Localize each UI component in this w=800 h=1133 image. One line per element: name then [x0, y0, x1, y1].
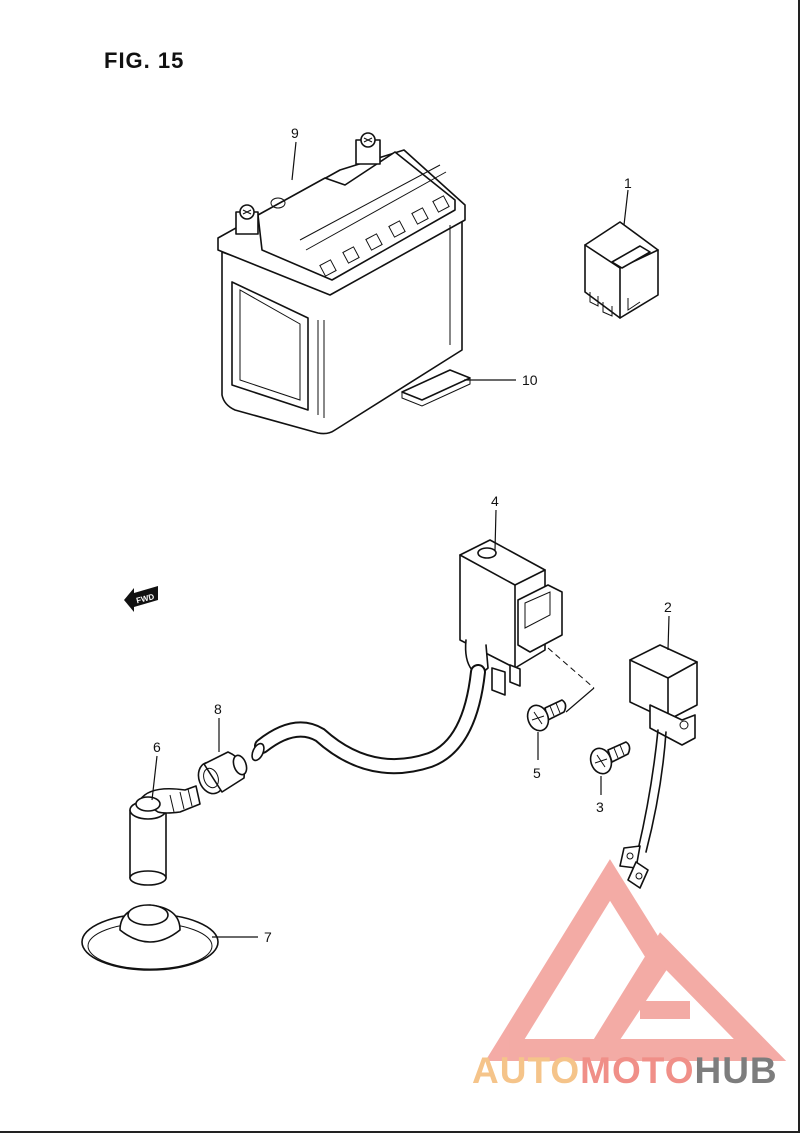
- ignition-coil: [459, 539, 595, 713]
- watermark-logo: [485, 859, 787, 1061]
- callout-1: 1: [624, 175, 632, 191]
- battery: [217, 132, 466, 435]
- callout-4: 4: [491, 493, 499, 509]
- callout-3: 3: [596, 799, 604, 815]
- callout-8: 8: [214, 701, 222, 717]
- callout-5: 5: [533, 765, 541, 781]
- high-tension-lead: [251, 664, 486, 775]
- battery-pad: [401, 369, 471, 407]
- callout-7: 7: [264, 929, 272, 945]
- watermark-hub: HUB: [694, 1050, 778, 1091]
- relay: [584, 221, 659, 319]
- watermark-auto: AUTO: [472, 1050, 581, 1091]
- screw-3: [589, 741, 631, 775]
- plug-cover: [81, 904, 219, 971]
- screw-5: [526, 699, 567, 732]
- callout-6: 6: [153, 739, 161, 755]
- battery-terminal-positive: [355, 132, 381, 165]
- callout-10: 10: [522, 372, 538, 388]
- forward-arrow: FWD: [124, 586, 158, 612]
- watermark-moto: MOTO: [580, 1050, 695, 1091]
- watermark-text: AUTOMOTOHUB: [472, 1050, 778, 1092]
- callout-2: 2: [664, 599, 672, 615]
- spark-plug-cap: [129, 785, 201, 886]
- figure-title: FIG. 15: [104, 48, 185, 73]
- forward-arrow-label: FWD: [135, 592, 155, 605]
- battery-terminal-negative: [235, 204, 259, 235]
- callout-9: 9: [291, 125, 299, 141]
- suppressor-sleeve: [197, 751, 248, 795]
- callouts: 9 1 10 4 2 5 3 8 6 7: [151, 125, 672, 945]
- condenser: [619, 644, 698, 889]
